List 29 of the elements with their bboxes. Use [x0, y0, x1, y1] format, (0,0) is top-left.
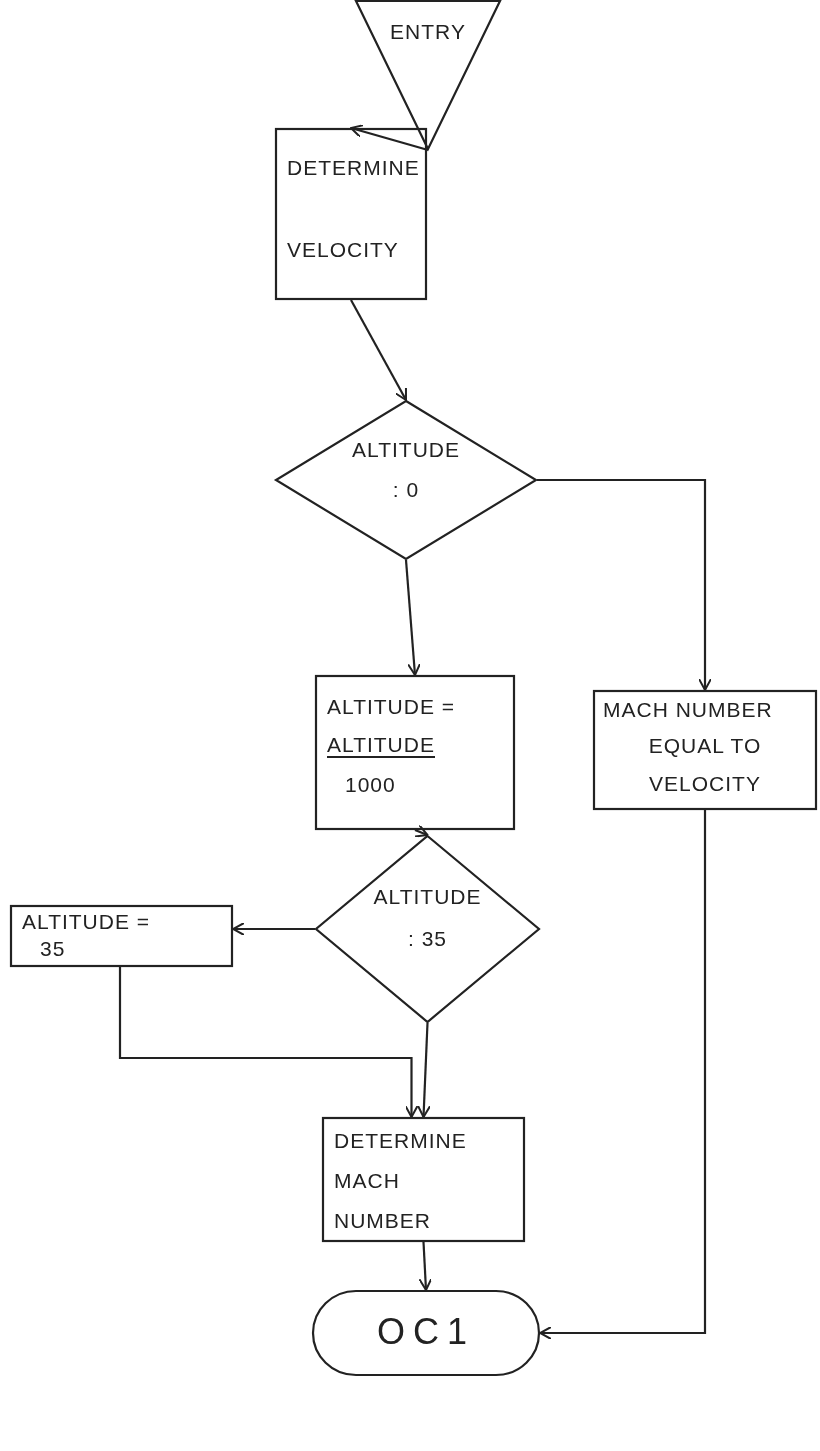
arrow: [118, 967, 419, 1118]
node-text: : 35: [407, 927, 448, 951]
node-text: ENTRY: [389, 20, 467, 44]
node-text: DETERMINE: [287, 156, 420, 180]
arrow: [416, 1022, 431, 1118]
node-text: NUMBER: [334, 1209, 431, 1233]
node-text: DETERMINE: [334, 1129, 467, 1153]
node-text: ALTITUDE =: [327, 695, 456, 719]
arrow: [404, 559, 422, 676]
node-text: VELOCITY: [648, 772, 762, 796]
node-text: VELOCITY: [287, 238, 399, 262]
arrow: [350, 299, 407, 401]
arrow: [350, 124, 429, 152]
node-text: 35: [40, 937, 66, 961]
node-text: : 0: [391, 478, 421, 502]
arrow: [418, 1241, 433, 1291]
node-text: EQUAL TO: [647, 734, 763, 758]
arrow: [537, 478, 712, 691]
arrow: [414, 824, 429, 838]
node-text: ALTITUDE: [327, 733, 435, 759]
node-text: ALTITUDE: [372, 885, 483, 909]
node-text: OC1: [376, 1312, 476, 1352]
node-text: MACH NUMBER: [603, 698, 773, 722]
node-text: ALTITUDE =: [22, 910, 151, 934]
node-text: ALTITUDE: [351, 438, 461, 462]
node-text: 1000: [345, 773, 396, 797]
node-text: MACH: [334, 1169, 400, 1193]
arrow: [232, 922, 315, 936]
arrow: [539, 810, 707, 1340]
